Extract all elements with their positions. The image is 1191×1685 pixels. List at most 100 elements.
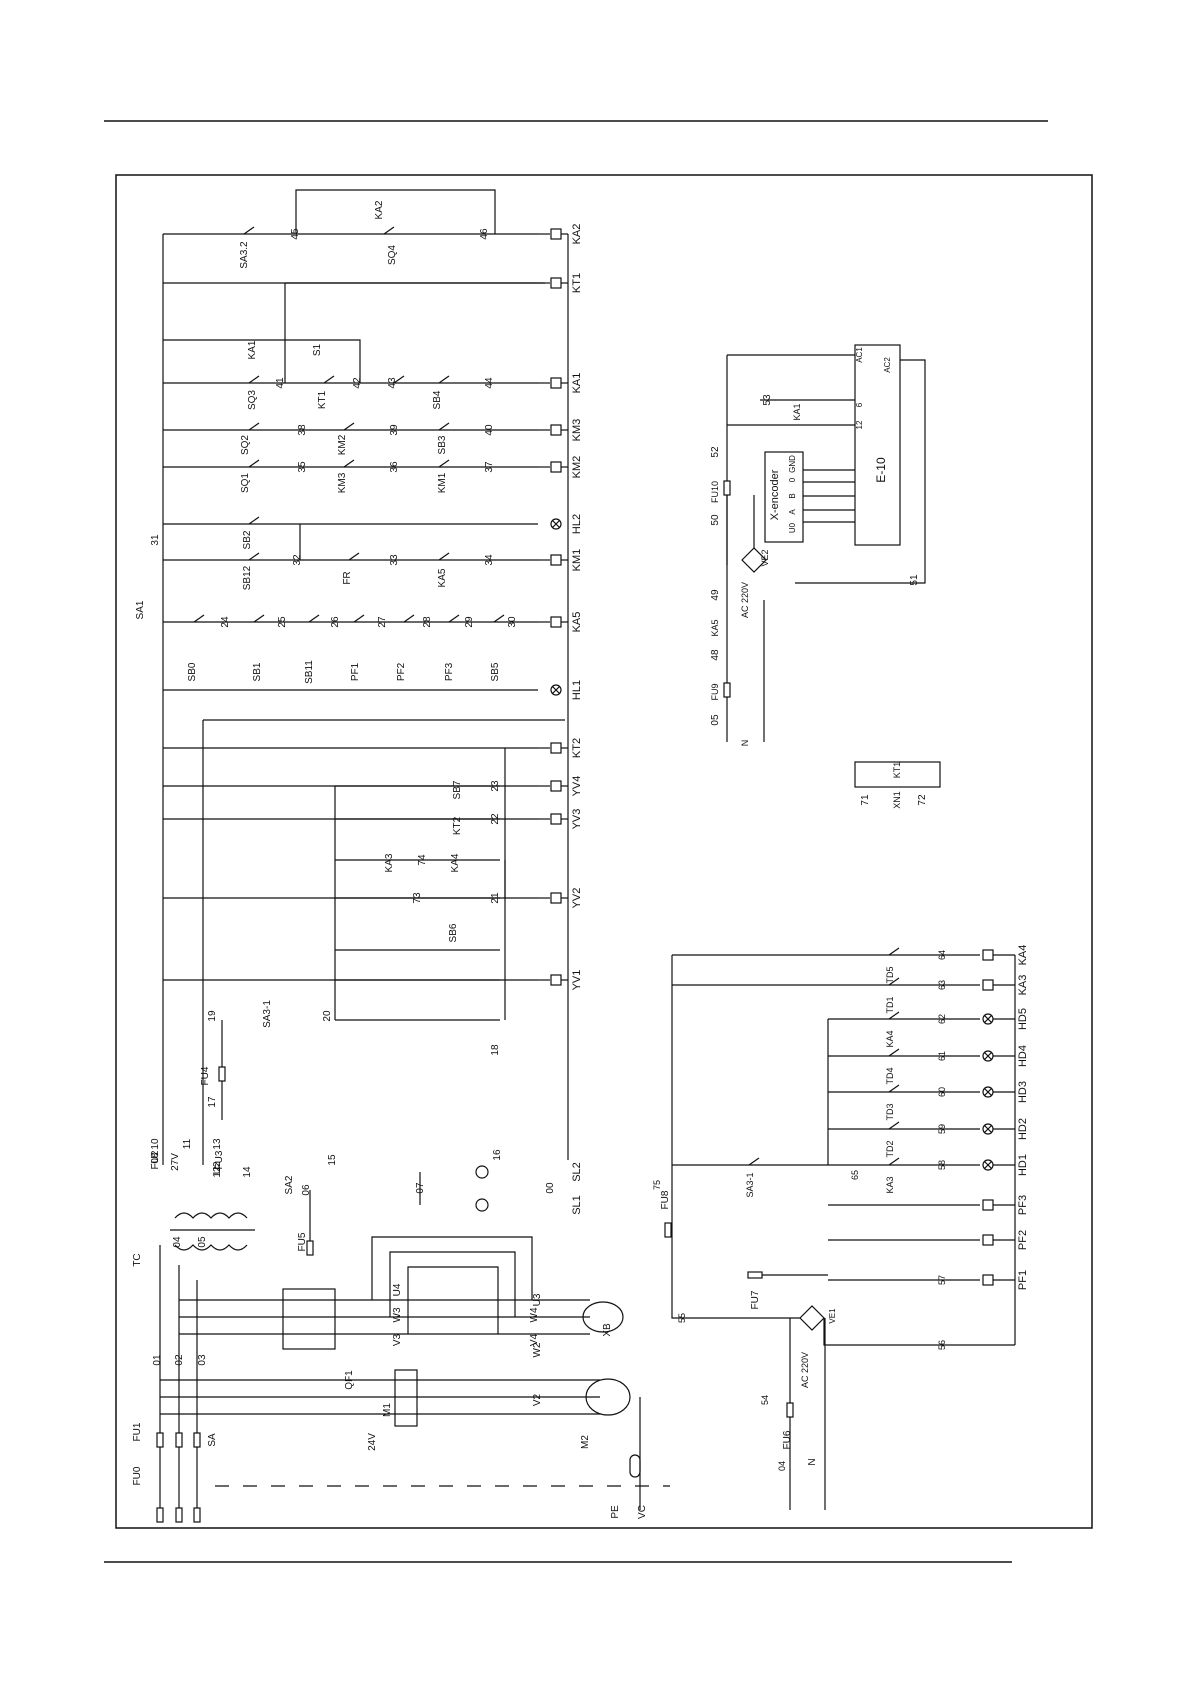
fuse-4	[175, 1432, 183, 1448]
coil-PF3	[982, 1199, 994, 1211]
fuse-0	[156, 1507, 164, 1523]
wire-number-29: 29	[464, 616, 475, 628]
lr-rectifier-label: VE1	[828, 1308, 837, 1324]
device-label-SB11: SB11	[304, 660, 315, 684]
fuse-3	[156, 1432, 164, 1448]
ka2-hold-loop	[295, 189, 496, 234]
lr-wire-64: 64	[937, 950, 947, 960]
lr-output-2: HD5	[1017, 1008, 1029, 1030]
wire-number-38: 38	[297, 424, 308, 436]
lr-contact-label-2: KA4	[885, 1030, 895, 1047]
fuse-1	[175, 1507, 183, 1523]
fuse-FU4	[218, 1066, 226, 1082]
wire-number-39: 39	[389, 424, 400, 436]
block-label-N: N	[740, 740, 750, 747]
wire-number-16: 16	[492, 1149, 503, 1161]
contact-10	[343, 459, 355, 468]
lamp-HD1	[982, 1159, 994, 1171]
device-label-SB1: SB1	[252, 662, 263, 681]
lr-fuse-label-0: FU8	[660, 1190, 671, 1209]
output-label-KM3: KM3	[571, 419, 583, 442]
device-label-QF1: QF1	[344, 1370, 355, 1390]
wire-number-15: 15	[327, 1154, 338, 1166]
device-label-KM2: KM2	[337, 434, 348, 455]
device-label-FR: FR	[342, 571, 353, 584]
device-label-SA3-1: SA3-1	[262, 1000, 273, 1028]
wire-number-06: 06	[301, 1184, 312, 1196]
contact-12	[248, 516, 260, 525]
encoder-pin-1: A	[788, 509, 797, 515]
breaker-QF1	[282, 1288, 336, 1350]
wire-number-01: 01	[152, 1354, 163, 1366]
lr-contact-label-7: SA3-1	[745, 1172, 755, 1197]
fuse-FU8	[664, 1222, 672, 1238]
lr-wire-58: 58	[937, 1160, 947, 1170]
coil-KA5	[550, 616, 562, 628]
lr-wire-75: 75	[652, 1180, 662, 1190]
level-switch-SL2	[475, 1165, 489, 1179]
block-ac-text: AC 220V	[740, 582, 750, 618]
device-label-U4: U4	[392, 1283, 403, 1296]
device-label-XB: XB	[602, 1323, 613, 1337]
device-label-24V: 24V	[367, 1433, 378, 1451]
lr-return	[823, 1318, 1015, 1346]
block-label-FU9: FU9	[710, 683, 720, 700]
thermal-relay-FR	[394, 1369, 418, 1427]
device-label-FU2: FU2	[150, 1150, 161, 1169]
block-label-KA5: KA5	[710, 619, 720, 636]
wire-number-32: 32	[292, 554, 303, 566]
lr-feed	[671, 1280, 800, 1319]
wire-number-73: 73	[412, 892, 423, 904]
encoder-pin-4: GND	[788, 455, 797, 473]
device-label-SB4: SB4	[432, 390, 443, 409]
lamp-cross	[552, 520, 560, 528]
e10-title: E-10	[874, 457, 888, 483]
block-wire-51: 51	[909, 574, 920, 586]
device-label-FU1: FU1	[132, 1422, 143, 1441]
lr-wire-54: 54	[760, 1395, 770, 1405]
coil-KT2	[550, 742, 562, 754]
lr-contact-4	[888, 1084, 900, 1093]
wire-number-17: 17	[207, 1096, 218, 1108]
lr-output-7: PF3	[1017, 1195, 1029, 1215]
wire-number-08: 08	[150, 1152, 161, 1164]
device-label-SB3: SB3	[437, 435, 448, 454]
contact-13	[248, 552, 260, 561]
wire-number-33: 33	[389, 554, 400, 566]
wire-number-18: 18	[490, 1044, 501, 1056]
device-label-U2: U2	[212, 1161, 223, 1174]
transformer-primary	[174, 1212, 248, 1219]
lr-wire-62: 62	[937, 1014, 947, 1024]
contact-9	[248, 459, 260, 468]
wire-number-27: 27	[377, 616, 388, 628]
wire-number-03: 03	[197, 1354, 208, 1366]
device-label-TC: TC	[132, 1253, 143, 1266]
circuit-wiring	[159, 189, 1016, 1510]
wire-number-00: 00	[545, 1182, 556, 1194]
device-label-M1: M1	[382, 1403, 393, 1417]
coil-KA2	[550, 228, 562, 240]
lamp-cross	[552, 686, 560, 694]
block-label-XN1: XN1	[892, 791, 902, 809]
device-label-S1: S1	[312, 343, 323, 356]
lr-contact-label-0: TD5	[885, 966, 895, 983]
device-label-SA1: SA1	[135, 600, 146, 619]
lamp-cross	[984, 1088, 992, 1096]
device-label-SA3.2: SA3.2	[239, 241, 250, 269]
ac2-wire	[795, 359, 926, 584]
contact-21	[448, 614, 460, 623]
device-label-SB6: SB6	[448, 923, 459, 942]
lr-output-8: PF2	[1017, 1230, 1029, 1250]
block-label-KA1: KA1	[792, 403, 802, 420]
output-label-KM1: KM1	[571, 549, 583, 572]
e10-block	[854, 344, 901, 546]
wire-number-34: 34	[484, 554, 495, 566]
level-switch-SL1	[475, 1198, 489, 1212]
wire-number-07: 07	[415, 1182, 426, 1194]
device-label-V3: V3	[392, 1333, 403, 1346]
motor-M1	[585, 1378, 631, 1416]
device-label-SQ4: SQ4	[387, 245, 398, 265]
wire-number-40: 40	[484, 424, 495, 436]
contact-6	[248, 422, 260, 431]
